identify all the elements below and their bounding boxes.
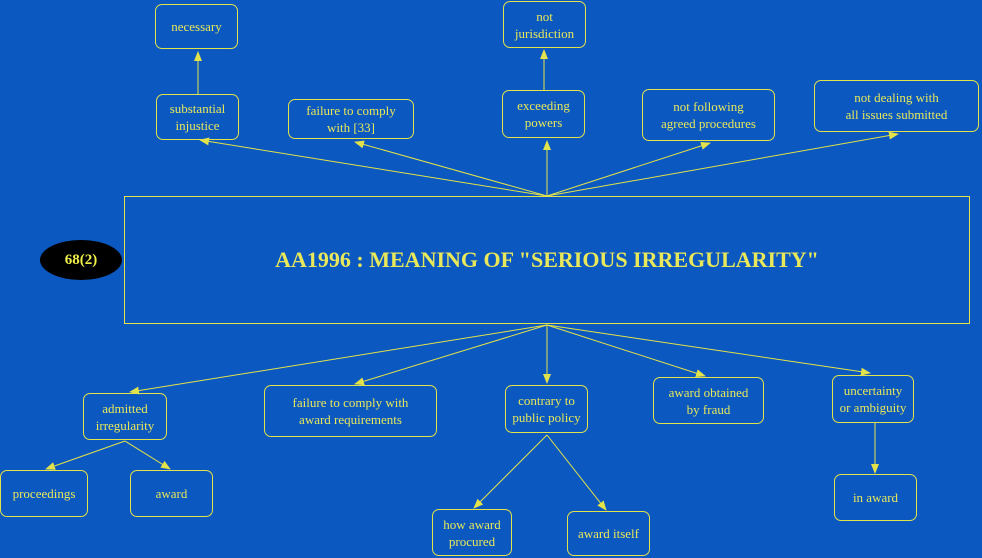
node-failure-award-requirements: failure to comply with award requirement… xyxy=(264,385,437,437)
node-exceeding-powers: exceeding powers xyxy=(502,90,585,138)
edge-admitted-irregularity xyxy=(129,324,548,395)
node-failure-comply-33: failure to comply with [33] xyxy=(288,99,414,139)
node-proceedings: proceedings xyxy=(0,470,88,517)
edge-proceedings xyxy=(45,440,126,470)
node-not-jurisdiction: not jurisdiction xyxy=(503,1,586,48)
node-admitted-irregularity: admitted irregularity xyxy=(83,393,167,440)
node-contrary-public-policy: contrary to public policy xyxy=(505,385,588,433)
node-award-obtained-fraud: award obtained by fraud xyxy=(653,377,764,424)
node-necessary: necessary xyxy=(155,4,238,49)
node-award: award xyxy=(130,470,213,517)
node-award-itself: award itself xyxy=(567,511,650,556)
edge-not-dealing xyxy=(546,131,899,197)
main-topic-title: AA1996 : MEANING OF "SERIOUS IRREGULARIT… xyxy=(275,247,819,272)
edge-award xyxy=(124,440,171,470)
node-how-award-procured: how award procured xyxy=(432,509,512,556)
node-not-dealing-issues: not dealing with all issues submitted xyxy=(814,80,979,132)
edge-award-fraud xyxy=(546,324,706,378)
edge-not-following xyxy=(546,141,711,197)
edge-uncertainty xyxy=(546,324,871,376)
main-topic-box: AA1996 : MEANING OF "SERIOUS IRREGULARIT… xyxy=(124,196,970,324)
section-badge: 68(2) xyxy=(40,240,122,280)
edge-substantial-injustice xyxy=(199,137,548,197)
edge-award-itself xyxy=(546,434,607,511)
node-uncertainty-ambiguity: uncertainty or ambiguity xyxy=(832,375,914,423)
edge-failure-comply-33 xyxy=(354,140,548,197)
edge-failure-award-req xyxy=(354,324,548,386)
node-not-following-procedures: not following agreed procedures xyxy=(642,89,775,141)
node-substantial-injustice: substantial injustice xyxy=(156,94,239,140)
node-in-award: in award xyxy=(834,474,917,521)
edge-how-award-procured xyxy=(473,434,548,509)
